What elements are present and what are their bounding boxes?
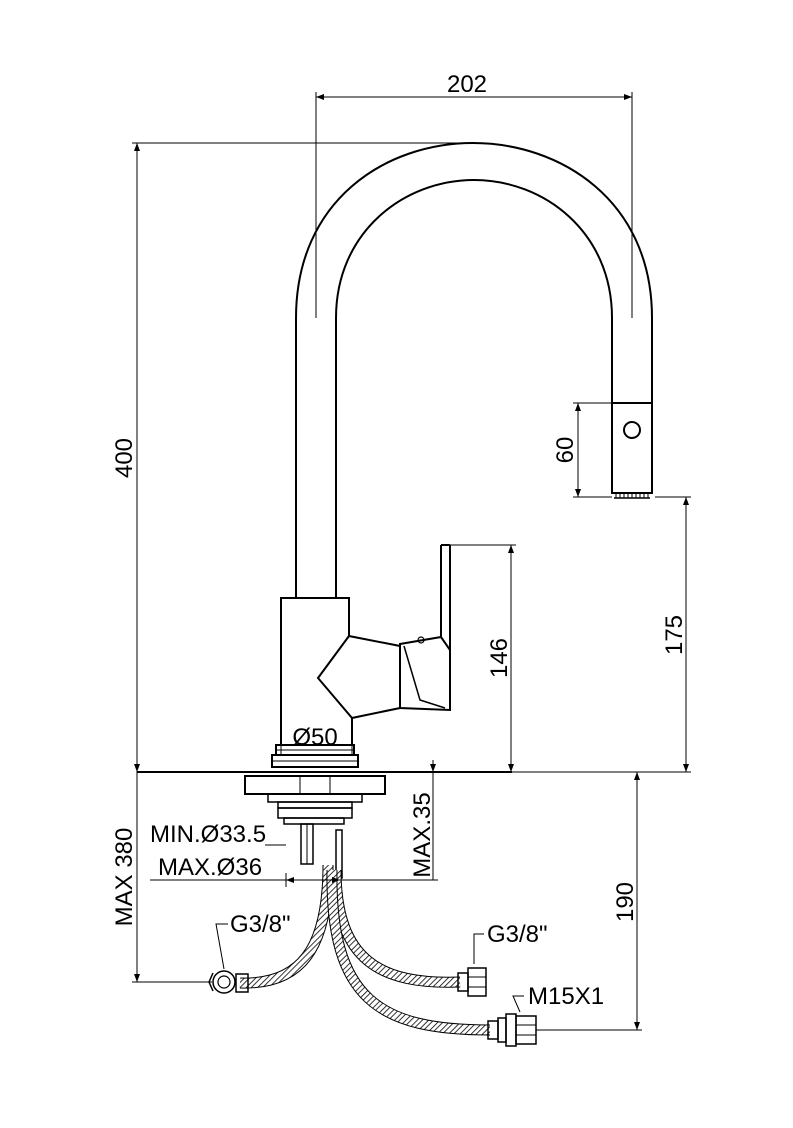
lever-handle [399, 545, 451, 712]
spray-outlet-fitting [487, 1013, 537, 1047]
label-spray-outlet: M15X1 [528, 983, 604, 1010]
dimension-labels: 202 400 60 175 146 Ø50 MAX.35 MIN.Ø33.5 … [111, 71, 688, 1010]
dim-outlet-height: 175 [661, 615, 688, 655]
supply-hoses [208, 864, 537, 1047]
dimension-lines [132, 92, 691, 1031]
dim-max-thickness: MAX.35 [409, 792, 436, 877]
mounting-flange [244, 775, 386, 795]
hose-right [330, 869, 461, 988]
spout-inner [335, 178, 613, 598]
right-inlet-fitting [457, 967, 487, 997]
dim-supply-length: 190 [612, 882, 639, 922]
mixer-body [280, 597, 401, 746]
dim-base-diameter: Ø50 [292, 724, 337, 751]
dim-spray-head: 60 [552, 437, 579, 464]
dim-spout-reach: 202 [447, 71, 487, 98]
spout-outer [295, 141, 653, 598]
dim-lever-height: 146 [486, 638, 513, 678]
dim-hole-min: MIN.Ø33.5 [150, 821, 266, 848]
spray-button-icon [623, 421, 641, 439]
label-left-inlet: G3/8" [230, 911, 291, 938]
faucet-outline [137, 141, 653, 879]
label-right-inlet: G3/8" [487, 921, 548, 948]
dim-hose-length: MAX 380 [111, 828, 138, 927]
dim-hole-max: MAX.Ø36 [158, 854, 262, 881]
dim-total-height: 400 [111, 438, 138, 478]
spray-head [611, 402, 653, 494]
